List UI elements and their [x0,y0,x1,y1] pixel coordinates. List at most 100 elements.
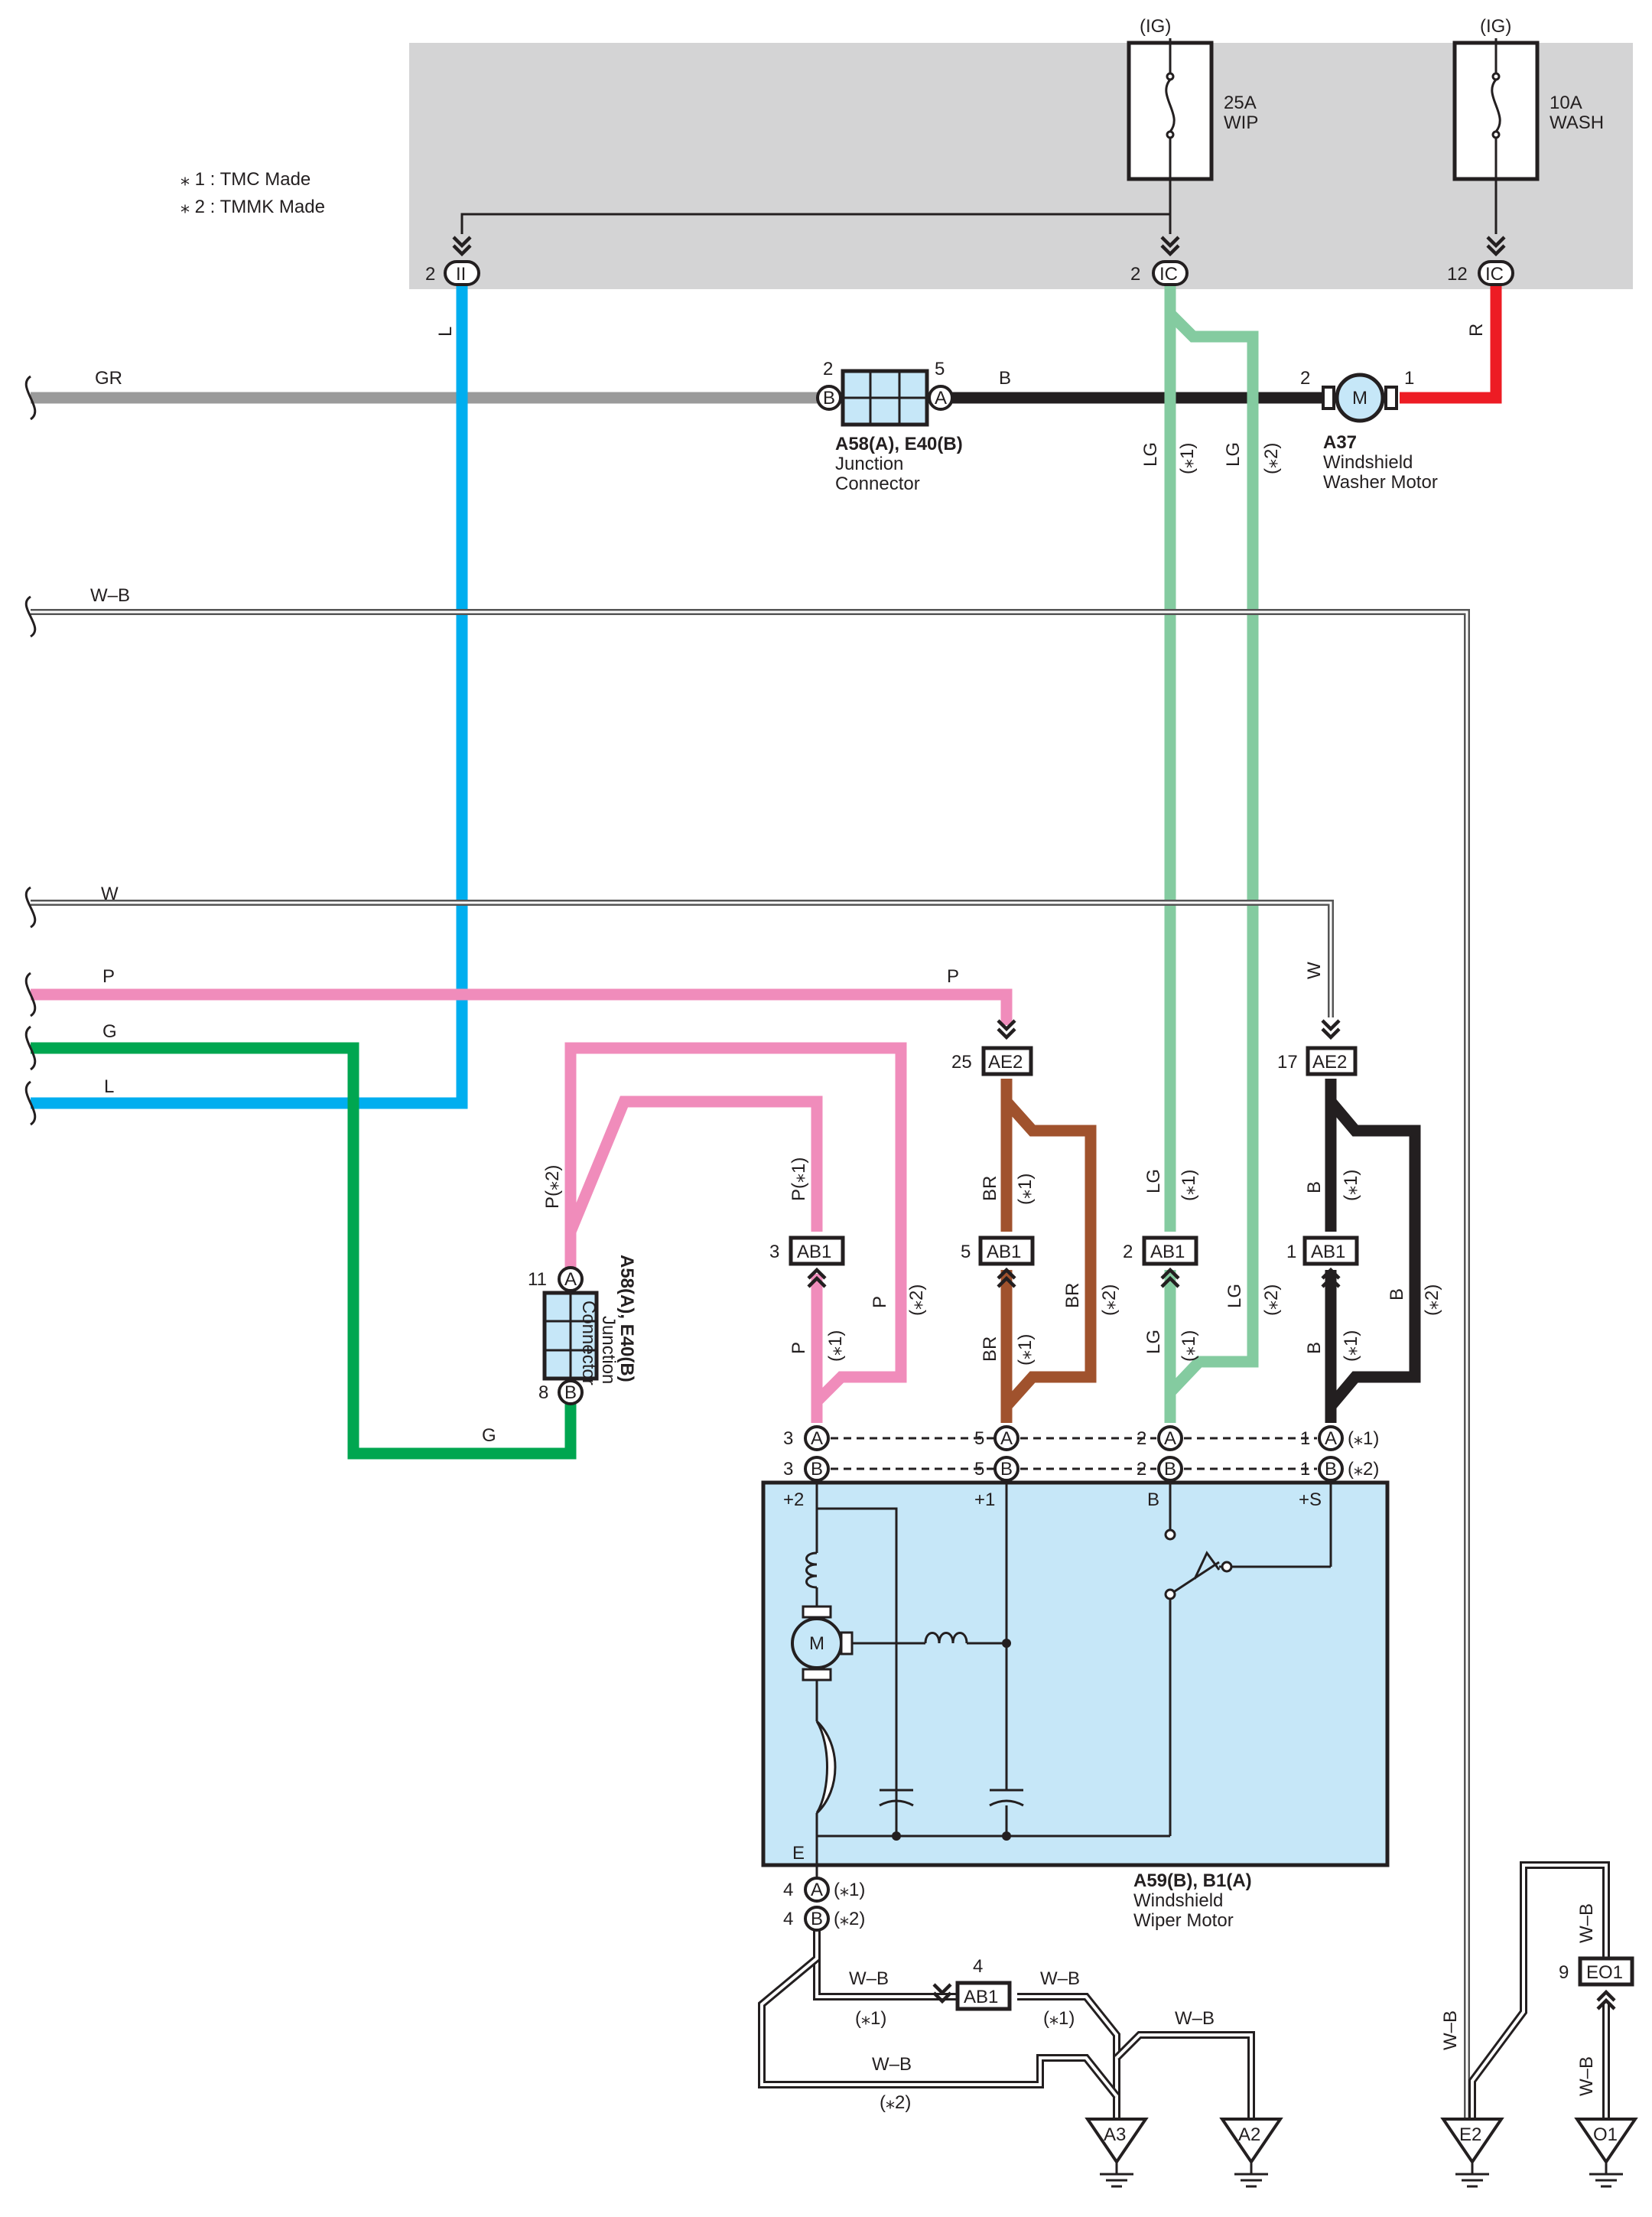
svg-text:AB1: AB1 [964,1987,998,2007]
svg-text:+2: +2 [783,1489,804,1510]
svg-text:1: 1 [1286,1242,1296,1262]
fuse-name: WIP [1224,112,1258,133]
fuse-supply-label: (IG) [1140,16,1171,37]
jb-pin-ii: II 2 [425,260,480,286]
svg-text:3: 3 [769,1242,779,1262]
svg-text:(⁎1): (⁎1) [1043,2008,1075,2029]
svg-text:P(⁎2): P(⁎2) [542,1165,563,1209]
svg-text:(⁎1): (⁎1) [1348,1428,1379,1449]
wire-label-b-top: B [999,368,1011,389]
svg-text:+1: +1 [974,1489,995,1510]
vertical-labels: L R LG (⁎1) LG (⁎2) W P(⁎2) P(⁎1) P (⁎2)… [435,324,1597,2096]
svg-text:5: 5 [935,359,945,379]
svg-text:AE2: AE2 [1312,1052,1347,1073]
svg-text:O1: O1 [1593,2124,1618,2145]
svg-text:1: 1 [1404,368,1414,389]
connector-ae2-25: AE2 25 [951,1046,1033,1076]
svg-text:A: A [935,388,947,409]
wip-bus [460,179,1172,234]
harness-label-wb: W–B [90,585,130,606]
svg-text:4: 4 [973,1956,983,1977]
svg-text:P: P [789,1342,809,1354]
wiper-ground-pins: A B 4 4 (⁎1) (⁎2) [783,1865,865,1932]
wire-r [1400,283,1502,404]
connector-ab1-1: AB1 1 [1286,1235,1359,1287]
washer-motor-code: A37 [1323,432,1357,453]
svg-text:A: A [811,1428,823,1449]
connector-ab1-4: AB1 4 [955,1956,1012,2011]
svg-text:(⁎2): (⁎2) [1099,1284,1120,1316]
fuse-rating: 25A [1224,93,1257,113]
svg-text:A: A [1325,1428,1337,1449]
wire-g [31,1042,577,1460]
svg-text:Junction: Junction [835,454,903,474]
svg-text:AB1: AB1 [1311,1242,1345,1262]
junction-connector-left: A B 11 8 A58(A), E40(B) Junction Connect… [528,1255,637,1405]
svg-text:IC: IC [1159,264,1178,285]
svg-text:W–B: W–B [1440,2010,1461,2050]
svg-text:5: 5 [961,1242,971,1262]
svg-text:B: B [1164,1459,1176,1480]
svg-text:3: 3 [783,1428,793,1449]
svg-text:(⁎1): (⁎1) [1341,1170,1361,1201]
washer-motor-symbol: M [1352,388,1367,409]
svg-text:(⁎1): (⁎1) [1179,1170,1199,1201]
svg-text:A: A [564,1269,577,1290]
washer-motor: M 2 1 A37 Windshield Washer Motor [1300,368,1438,493]
wire-br [1000,1079,1097,1423]
wire-lg-2 [1166,309,1259,1397]
svg-text:AB1: AB1 [797,1242,831,1262]
svg-text:A3: A3 [1104,2124,1126,2145]
svg-text:W–B: W–B [1576,2056,1597,2096]
svg-text:B: B [1304,1342,1325,1354]
svg-text:B: B [1147,1489,1159,1510]
junction-connector-top: B A 2 5 A58(A), E40(B) Junction Connecto… [816,359,963,494]
wire-p-main [31,988,1013,1025]
svg-text:AB1: AB1 [987,1242,1021,1262]
svg-text:Connector: Connector [578,1301,599,1385]
jc-top-code: A58(A), E40(B) [835,434,963,454]
jb-pin-ic-wip: IC 2 [1130,260,1189,286]
svg-text:B: B [811,1459,823,1480]
svg-text:BR: BR [1062,1283,1083,1308]
svg-text:(⁎1): (⁎1) [1341,1330,1361,1362]
svg-text:R: R [1466,324,1487,337]
svg-text:LG: LG [1224,1284,1245,1308]
svg-text:Connector: Connector [835,474,920,494]
svg-text:W–B: W–B [1576,1903,1597,1943]
svg-text:A2: A2 [1238,2124,1260,2145]
svg-text:LG: LG [1140,442,1161,467]
svg-text:4: 4 [783,1880,793,1900]
svg-text:BR: BR [980,1336,1000,1362]
harness-breaks [24,375,37,1126]
harness-label-p: P [102,966,115,987]
svg-text:(⁎1): (⁎1) [855,2008,886,2029]
svg-text:AB1: AB1 [1150,1242,1185,1262]
svg-text:B: B [823,388,835,409]
svg-text:AE2: AE2 [988,1052,1023,1073]
fuse-10a-wash: (IG) 10A WASH [1452,16,1604,234]
svg-text:(⁎2): (⁎2) [1422,1284,1442,1316]
harness-label-w: W [101,884,119,904]
svg-text:+S: +S [1299,1489,1322,1510]
svg-text:(⁎2): (⁎2) [906,1284,927,1316]
svg-text:(⁎1): (⁎1) [1179,1330,1199,1362]
svg-text:W–B: W–B [1040,1968,1080,1989]
fuse-rating: 10A [1550,93,1582,113]
svg-text:Windshield: Windshield [1323,452,1413,473]
fuse-name: WASH [1550,112,1604,133]
svg-text:IC: IC [1485,264,1504,285]
svg-text:5: 5 [974,1459,984,1480]
fuse-25a-wip: (IG) 25A WIP [1127,16,1258,181]
svg-text:Washer Motor: Washer Motor [1323,472,1438,493]
wiper-pin-row-a: A A A A 3 5 2 1 (⁎1) [783,1425,1379,1451]
svg-text:W–B: W–B [849,1968,889,1989]
connector-ab1-5: AB1 5 [961,1235,1035,1287]
svg-text:12: 12 [1447,264,1468,285]
svg-text:(⁎2): (⁎2) [880,2092,911,2113]
svg-text:(⁎2): (⁎2) [1261,1284,1282,1316]
svg-text:LG: LG [1143,1169,1164,1193]
wire-b-splus [1325,1079,1421,1423]
svg-text:1: 1 [1300,1459,1310,1480]
